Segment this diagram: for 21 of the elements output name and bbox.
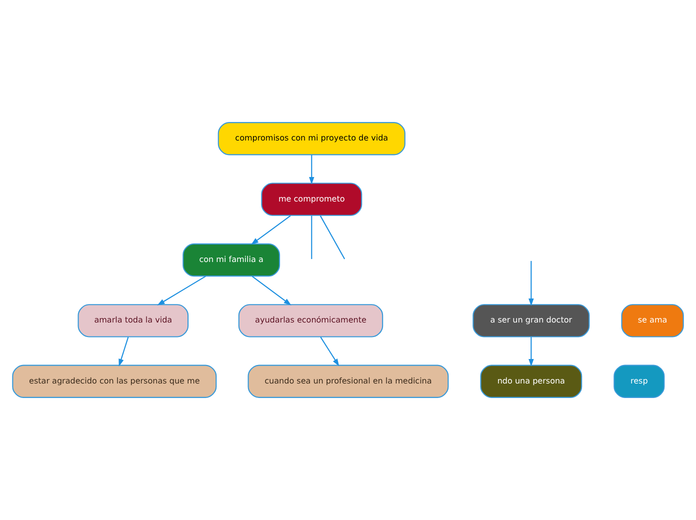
arrow [118, 336, 129, 366]
node-box: ayudarlas económicamente [238, 304, 384, 338]
node-box: amarla toda la vida [78, 304, 189, 338]
node-box: compromisos con mi proyecto de vida [218, 122, 406, 156]
node-box: se ama [621, 304, 684, 338]
node-box: a ser un gran doctor [472, 304, 590, 338]
arrow [252, 276, 292, 306]
arrow [309, 155, 314, 184]
node-box: ndo una persona [480, 364, 582, 398]
node-box: con mi familia a [182, 243, 280, 277]
connector [320, 215, 346, 260]
node-box: estar agradecido con las personas que me [12, 364, 217, 398]
arrow [528, 260, 534, 306]
arrow [320, 336, 340, 366]
node-box: resp [614, 364, 665, 398]
node-box: cuando sea un profesional en la medicina [248, 364, 449, 398]
node-box: me comprometo [261, 182, 362, 216]
arrow [157, 276, 206, 306]
arrow [250, 215, 291, 245]
connector [311, 216, 312, 260]
arrow [528, 337, 534, 367]
